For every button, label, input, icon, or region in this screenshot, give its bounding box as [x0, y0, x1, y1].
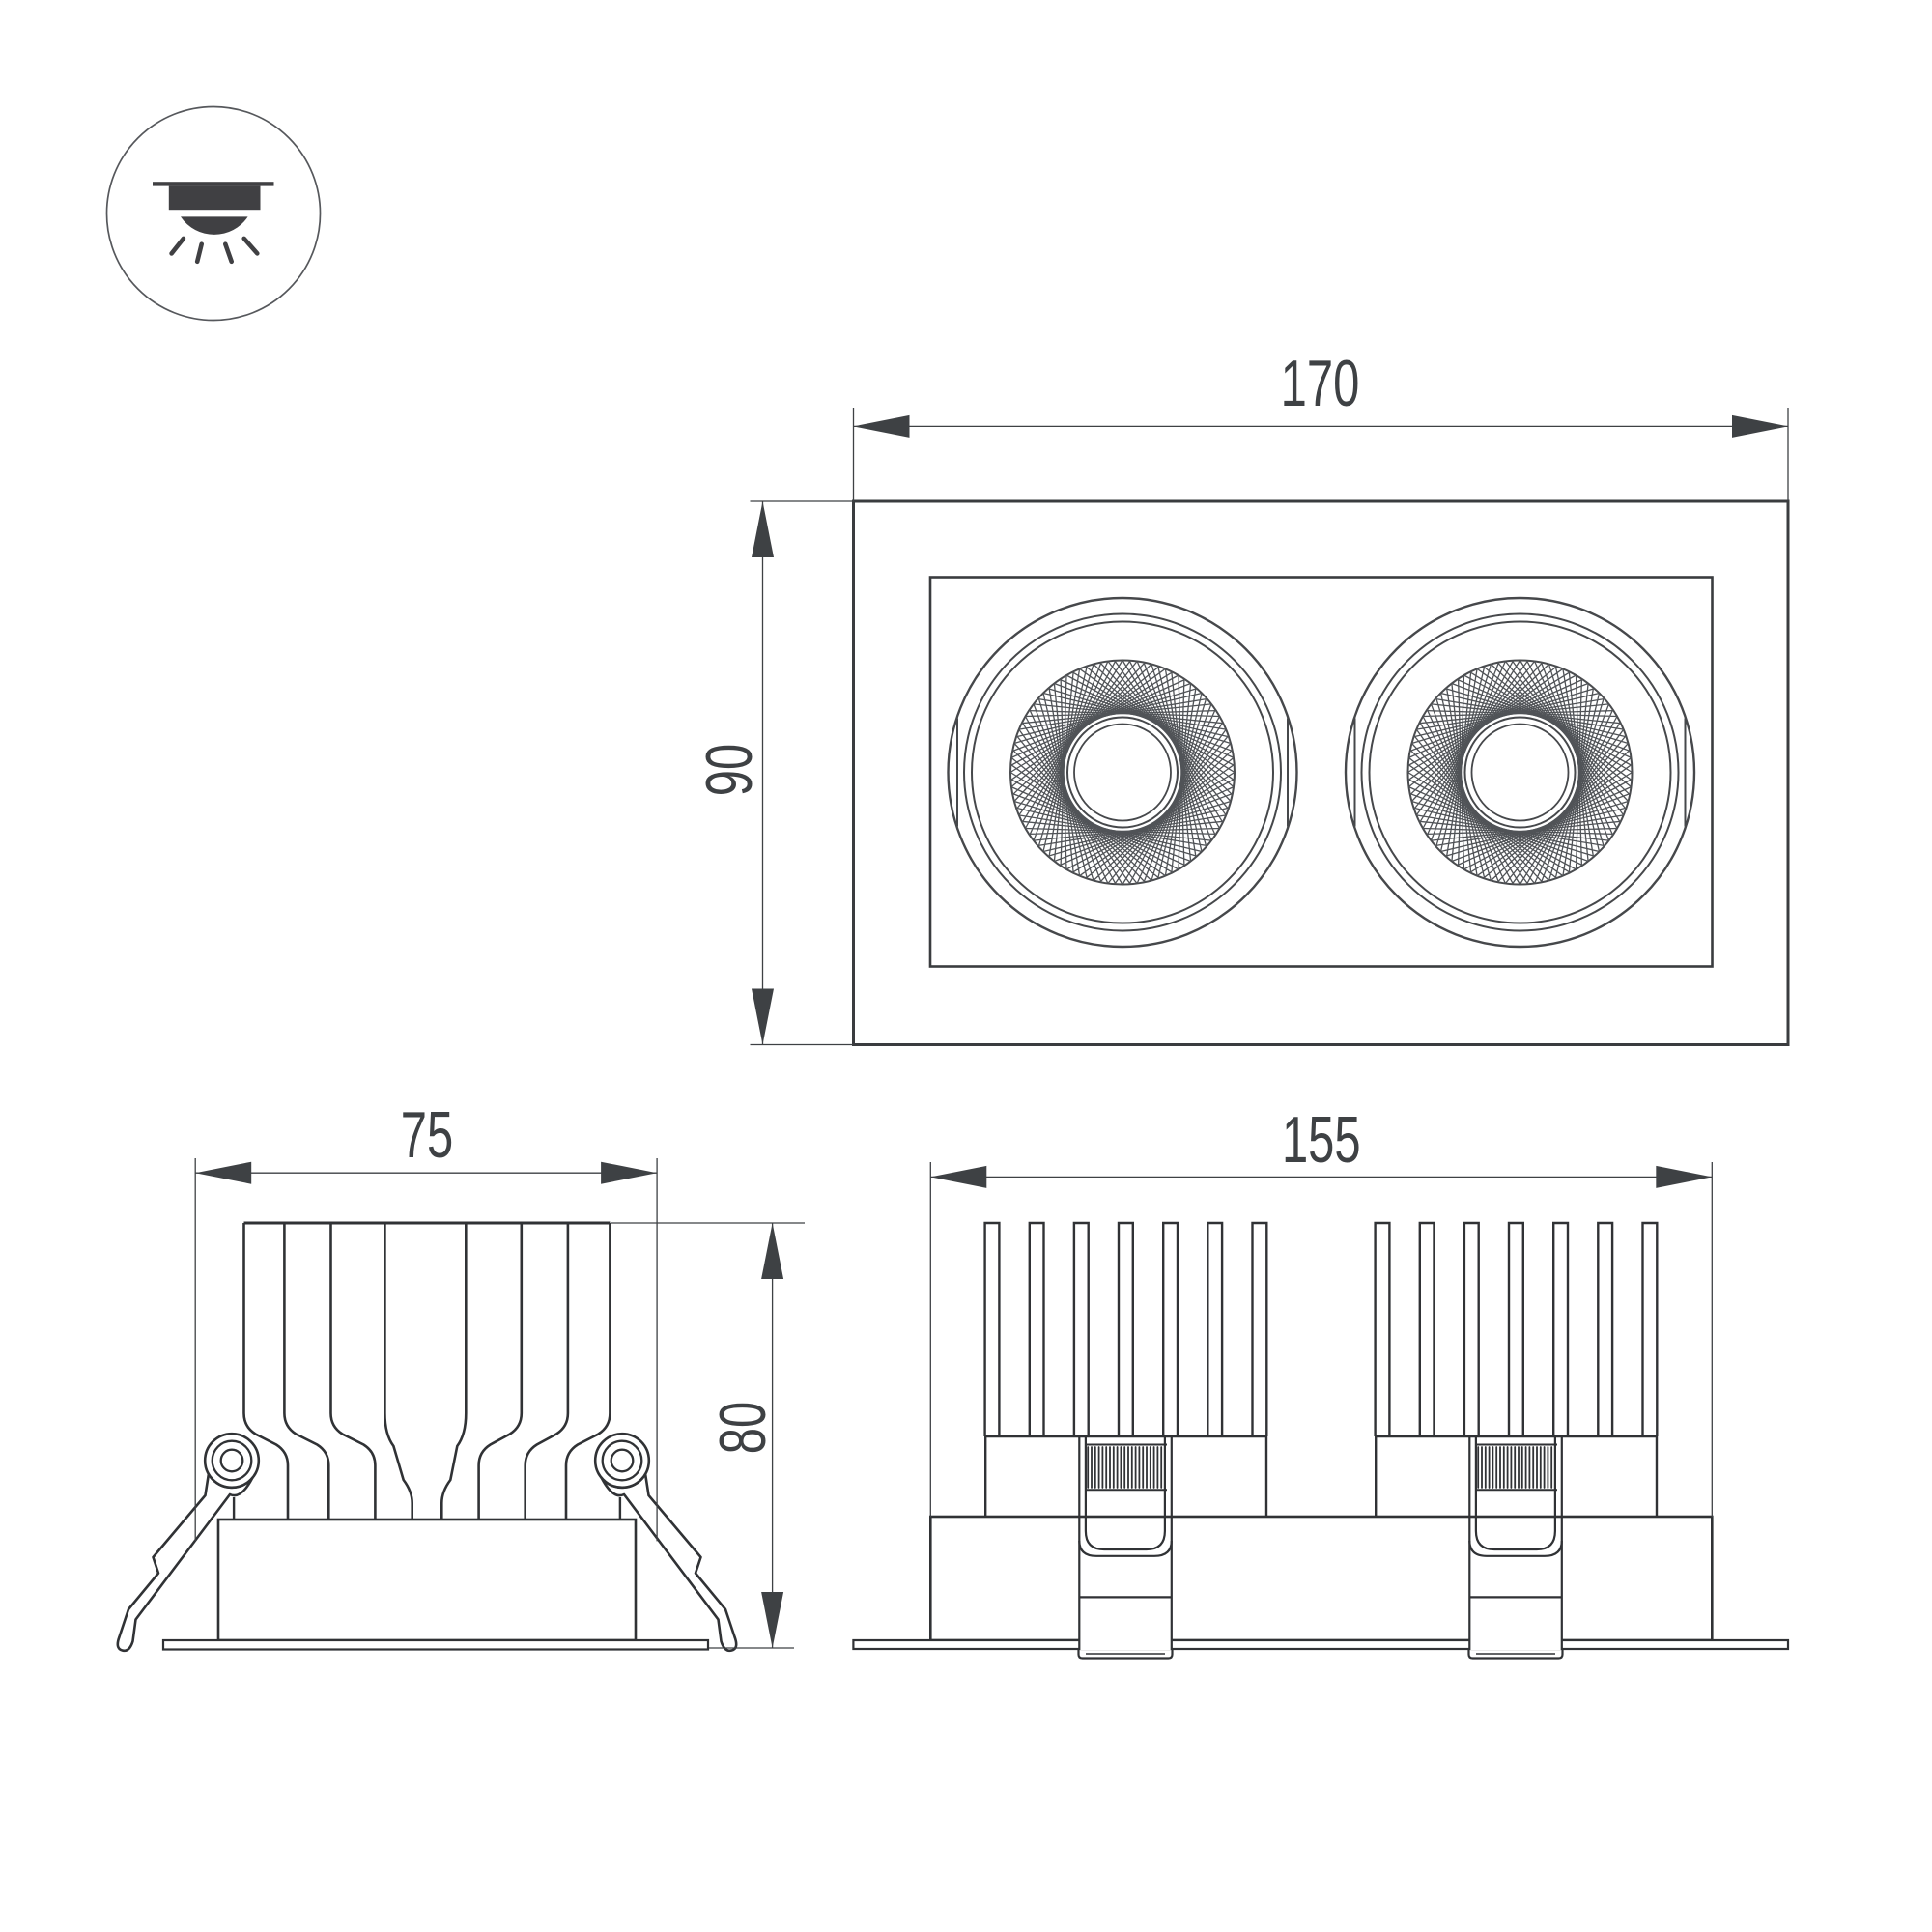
svg-text:75: 75: [401, 1097, 453, 1172]
svg-text:170: 170: [1281, 346, 1360, 420]
svg-text:90: 90: [692, 744, 766, 796]
svg-text:155: 155: [1282, 1102, 1361, 1177]
svg-text:80: 80: [705, 1402, 780, 1454]
